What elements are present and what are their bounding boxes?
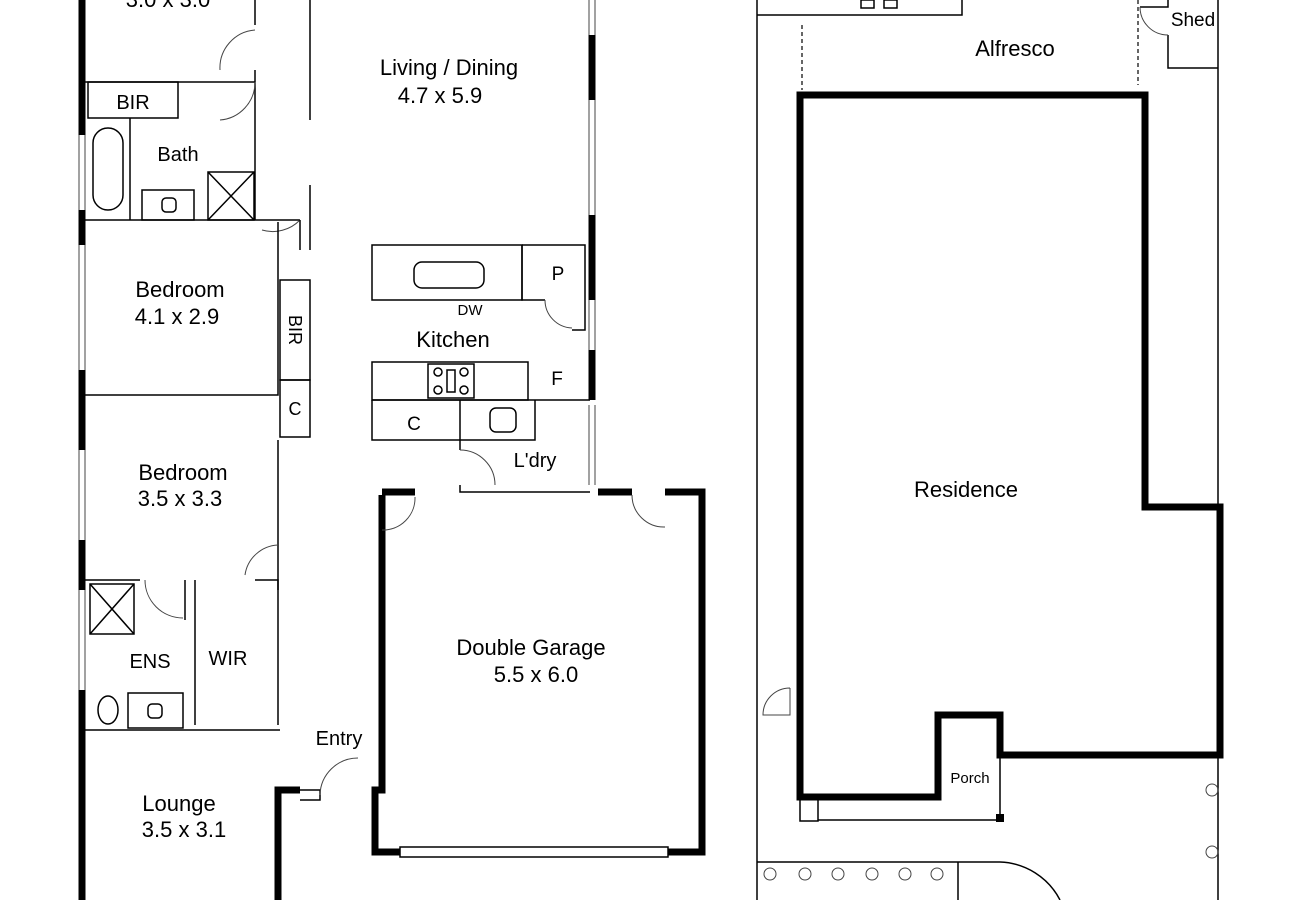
main-house-plan [78, 0, 706, 900]
kitchen-cupboard-label: C [407, 414, 421, 435]
bir-top-box [87, 81, 179, 119]
vanity-icon [141, 189, 195, 221]
cooktop-icon [427, 363, 475, 399]
bedroom-top-size: 3.0 x 3.0 [126, 0, 210, 12]
lounge-size: 3.5 x 3.1 [142, 817, 226, 842]
shower-icon [207, 171, 255, 221]
window [78, 135, 86, 690]
kitchen-bench [371, 361, 529, 401]
dw-label: DW [458, 302, 484, 319]
cupboard-box [279, 379, 311, 438]
wir-label: WIR [209, 648, 248, 670]
garage-name: Double Garage [456, 635, 605, 660]
site-plan [756, 0, 1224, 900]
window [588, 0, 596, 485]
bath-label: Bath [157, 144, 198, 166]
garage-door [399, 846, 669, 858]
living-size: 4.7 x 5.9 [398, 83, 482, 108]
living-name: Living / Dining [380, 55, 518, 80]
ens-label: ENS [129, 651, 170, 673]
cupboard-label: C [289, 399, 302, 419]
door-swing [219, 29, 301, 233]
lounge-name: Lounge [142, 791, 215, 816]
entry-label: Entry [316, 728, 363, 750]
laundry-label: L'dry [514, 450, 557, 472]
bedroom3-name: Bedroom [138, 460, 227, 485]
kitchen-island [371, 244, 523, 301]
bedroom2-name: Bedroom [135, 277, 224, 302]
vanity-icon [127, 692, 184, 729]
bedroom2-size: 4.1 x 2.9 [135, 304, 219, 329]
alfresco-label: Alfresco [975, 36, 1054, 61]
fridge-label: F [551, 369, 563, 390]
residence-outline [796, 91, 1224, 801]
shrub-icons [763, 783, 1219, 881]
toilet-icon [97, 695, 119, 725]
garage-size: 5.5 x 6.0 [494, 662, 578, 687]
residence-label: Residence [914, 477, 1018, 502]
dishwasher-sink-icon [413, 261, 485, 289]
shower-icon [89, 583, 135, 635]
porch-label: Porch [950, 770, 989, 787]
garage-walls [371, 488, 706, 856]
bir-top-label: BIR [116, 92, 149, 114]
sink-icon [489, 407, 517, 433]
bedroom3-size: 3.5 x 3.3 [138, 486, 222, 511]
shed-label: Shed [1171, 10, 1215, 31]
kitchen-label: Kitchen [416, 327, 489, 352]
bathtub-icon [92, 127, 124, 211]
bir-side-label: BIR [285, 315, 305, 345]
pantry-label: P [552, 264, 565, 285]
